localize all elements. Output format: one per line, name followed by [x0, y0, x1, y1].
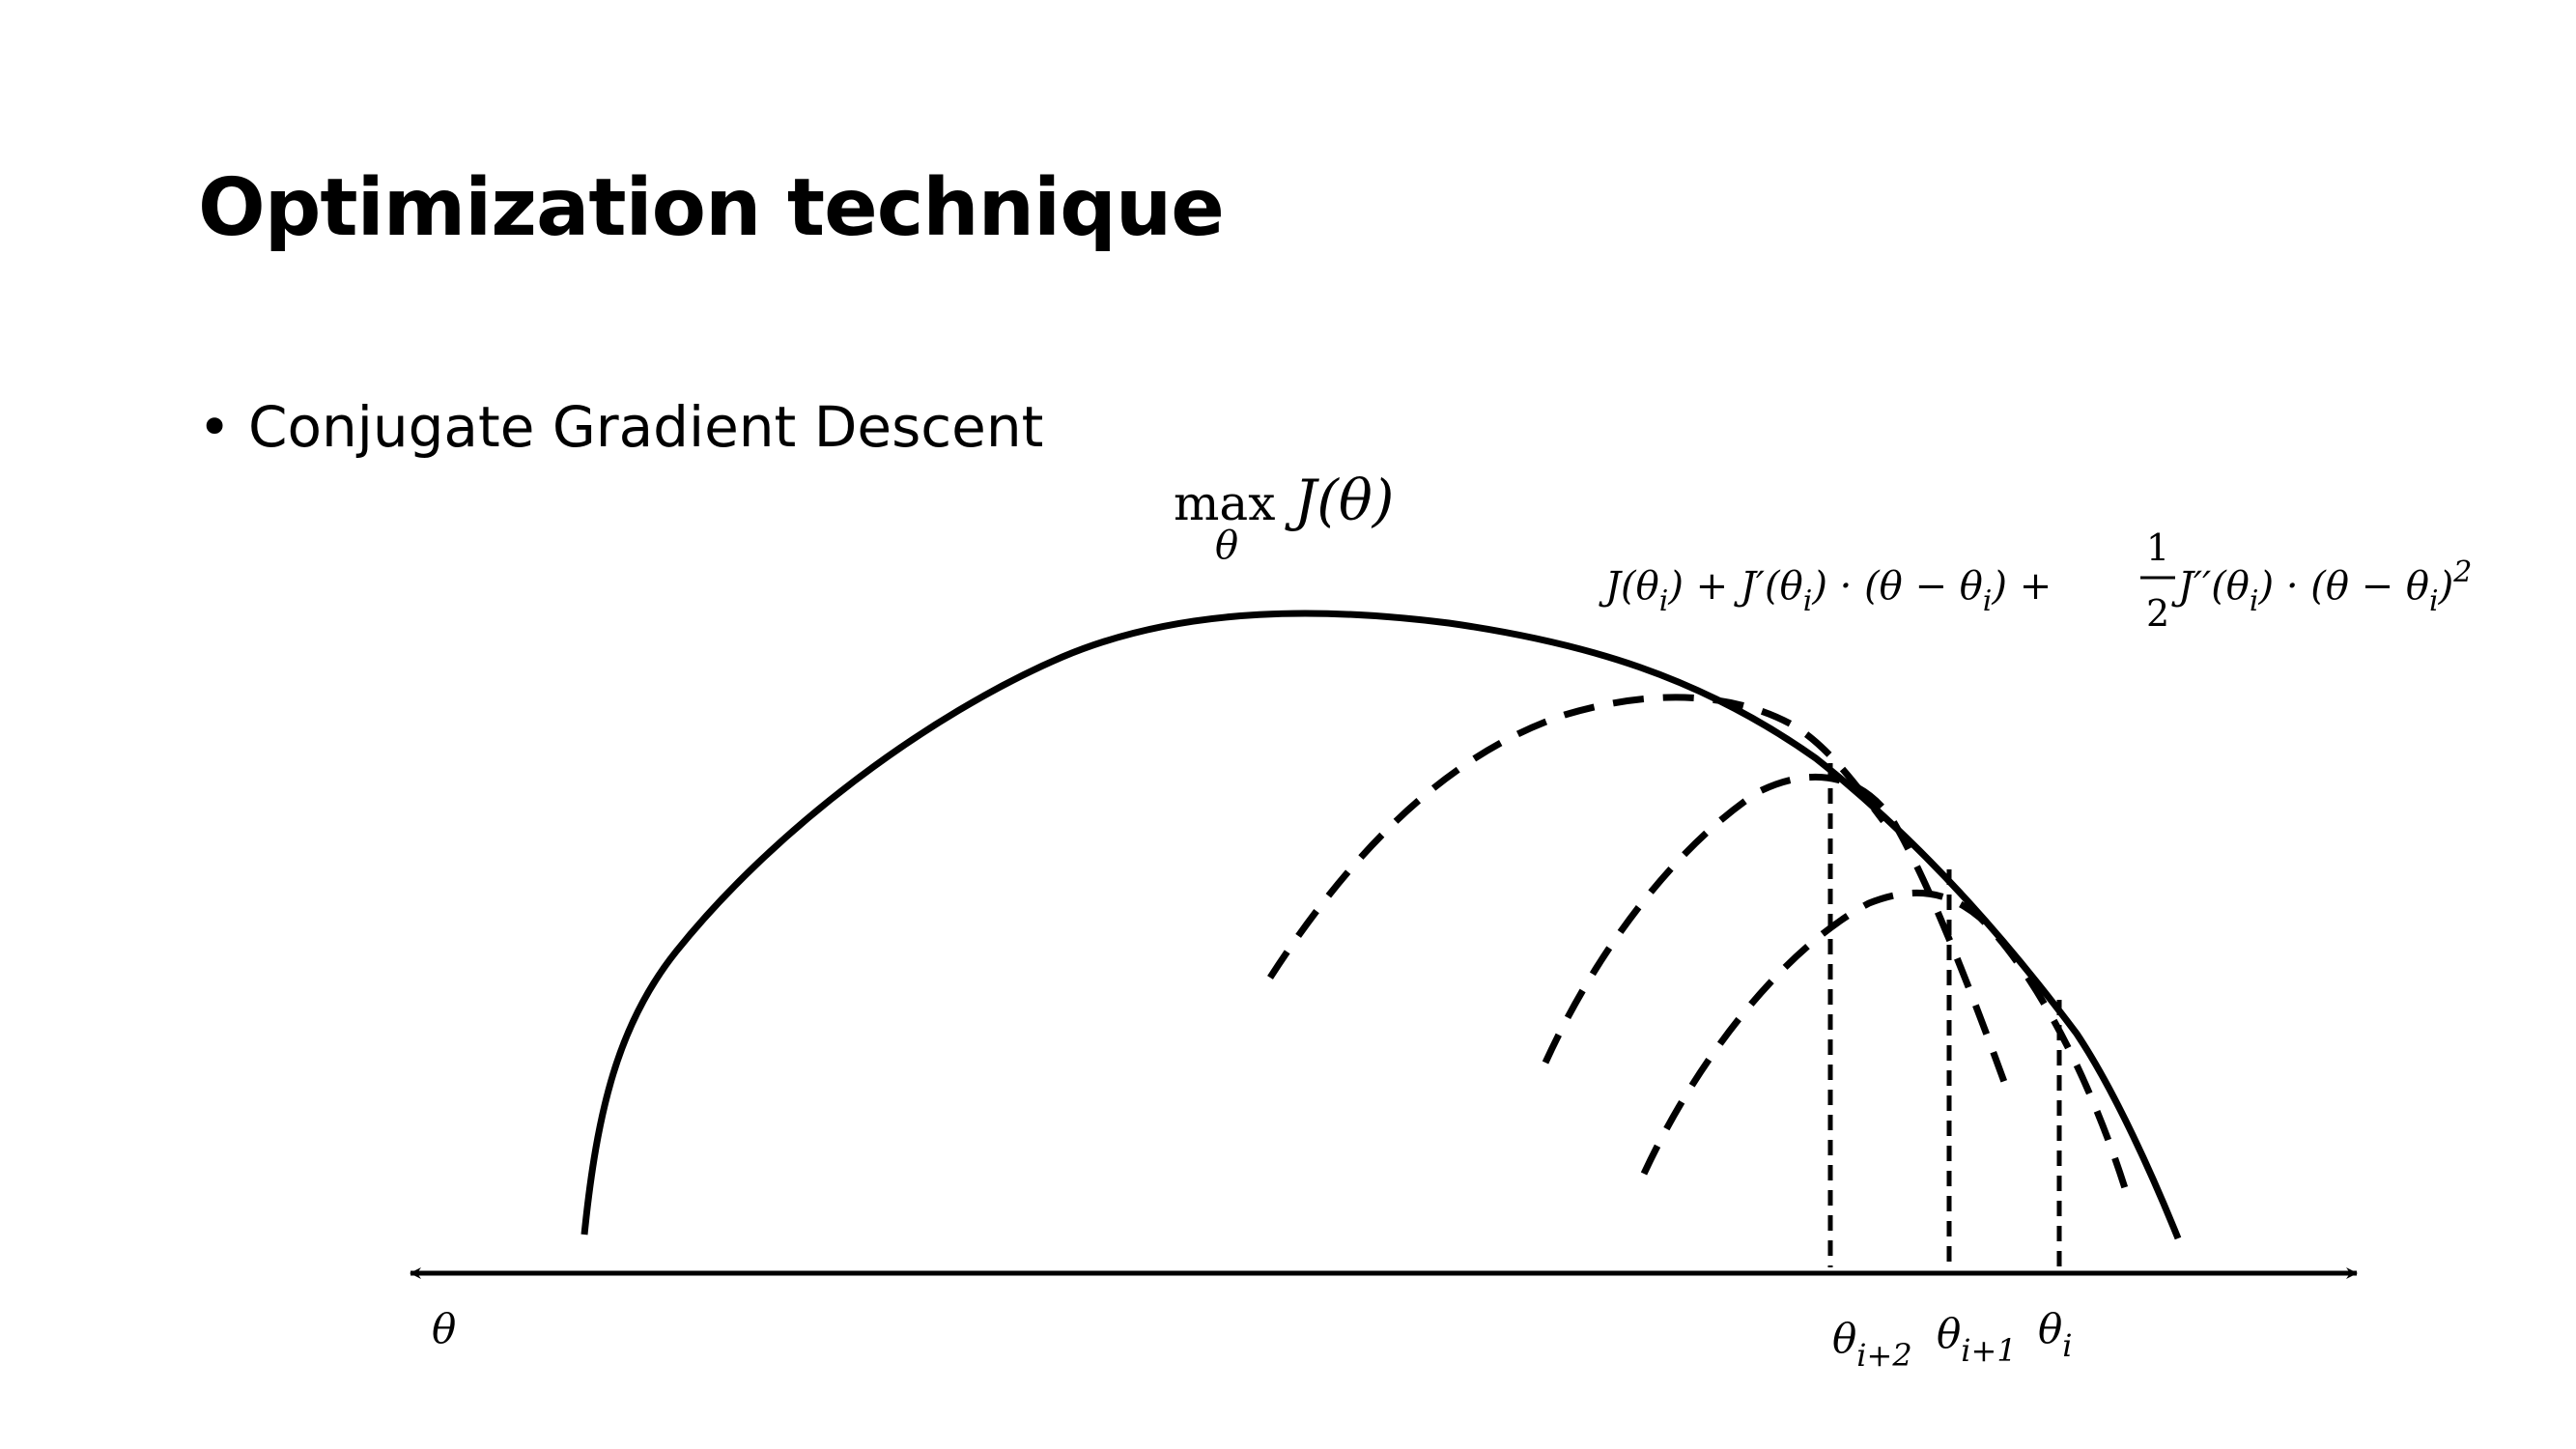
taylor-part-4: ) + — [1991, 564, 2052, 609]
taylor-sub-2: i — [1803, 584, 1813, 618]
taylor-fraction: 1 2 — [2140, 526, 2175, 635]
taylor-part-1: J(θ — [1599, 564, 1659, 609]
iterate-label-i: θi — [2038, 1305, 2073, 1364]
axis-label-theta: θ — [432, 1305, 456, 1352]
slide-title: Optimization technique — [198, 162, 1225, 254]
quadratic-approximation-3 — [1640, 889, 2129, 1190]
taylor-expansion-label-end: J′′(θi) · (θ − θi)2 — [2171, 555, 2472, 618]
taylor-sub-4: i — [2250, 584, 2259, 618]
taylor-sub-3: i — [1983, 584, 1993, 618]
taylor-part-6: ) · (θ − θ — [2258, 564, 2429, 609]
bullet-marker: • — [198, 394, 232, 460]
objective-max: max — [1174, 475, 1275, 531]
quadratic-approximation-2 — [1542, 773, 2008, 1084]
taylor-power: 2 — [2452, 555, 2472, 589]
objective-label: max θ J(θ) — [1174, 468, 1394, 568]
taylor-sub-1: i — [1659, 584, 1669, 618]
taylor-part-3: ) · (θ − θ — [1811, 564, 1982, 609]
taylor-part-2: ) + J′(θ — [1667, 564, 1802, 609]
taylor-part-7: ) — [2438, 564, 2454, 609]
taylor-frac-den: 2 — [2146, 592, 2169, 635]
taylor-part-5: J′′(θ — [2171, 564, 2250, 609]
taylor-frac-num: 1 — [2146, 526, 2169, 569]
taylor-expansion-label: J(θi) + J′(θi) · (θ − θi) + — [1599, 564, 2052, 618]
iterate-label-i-plus-1: θi+1 — [1937, 1310, 2017, 1369]
iterate-label-i-plus-2: θi+2 — [1832, 1315, 1912, 1374]
taylor-sub-5: i — [2429, 584, 2439, 618]
objective-curve — [580, 610, 2182, 1240]
bullet-item: •Conjugate Gradient Descent — [198, 394, 1043, 460]
quadratic-approximation-1 — [1267, 694, 1886, 980]
bullet-text: Conjugate Gradient Descent — [248, 394, 1044, 460]
objective-expr: J(θ) — [1285, 468, 1394, 533]
objective-sub: θ — [1215, 524, 1238, 568]
